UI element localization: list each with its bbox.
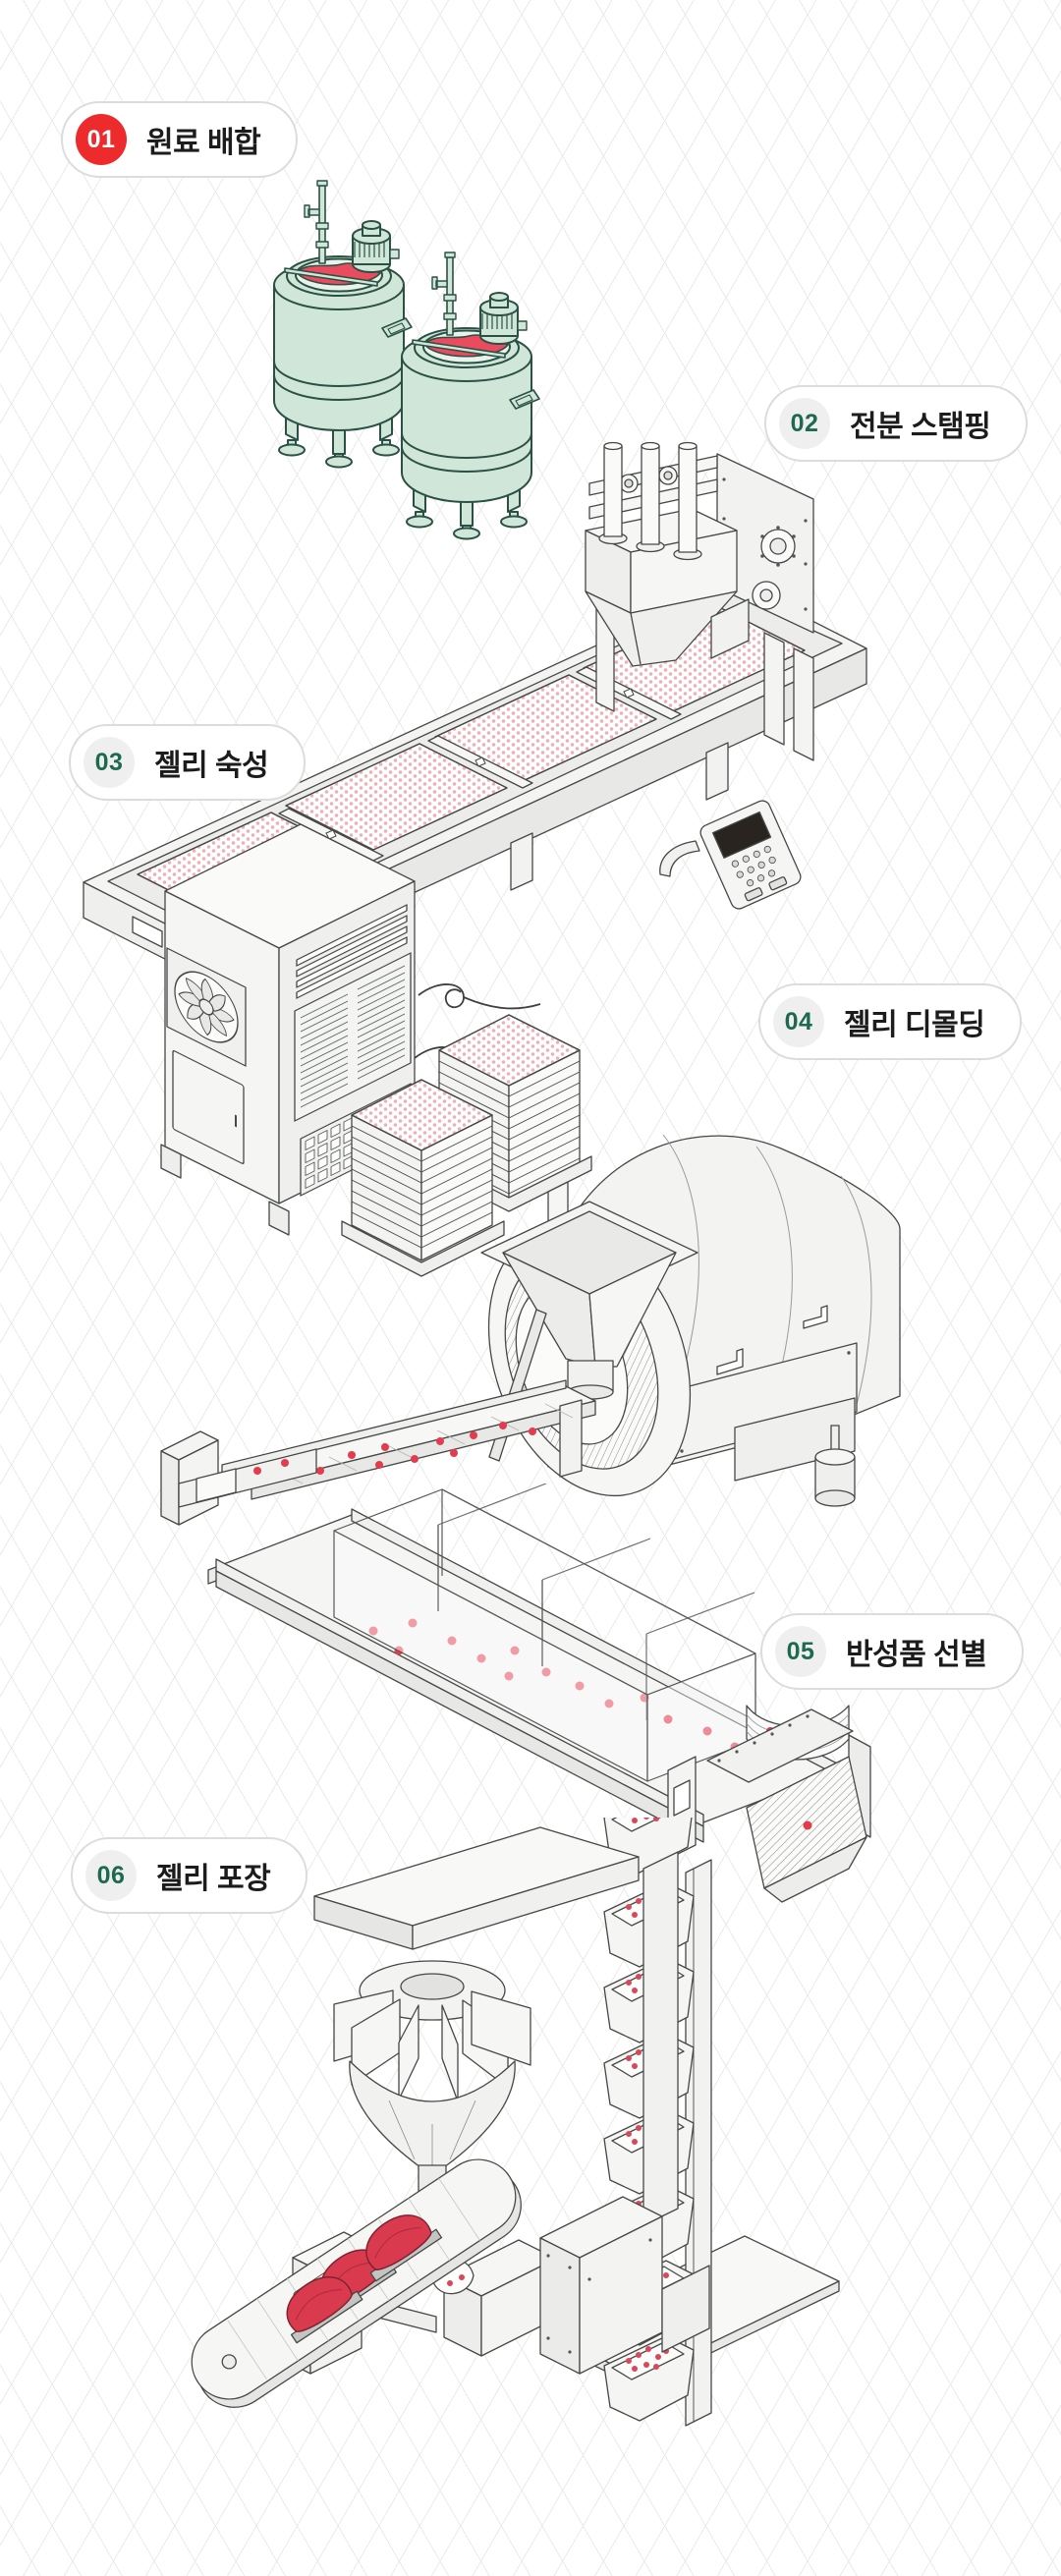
demolding-outfeed-conveyor	[221, 1379, 596, 1500]
end-roller-unit	[667, 1705, 871, 1903]
demolding-hopper	[480, 1201, 698, 1462]
multihead-weigher	[333, 1960, 531, 2207]
illustration-packaging-machine	[191, 1818, 840, 2427]
step-label: 전분 스탬핑	[850, 411, 991, 443]
vent-panel	[294, 952, 412, 1122]
step-number-badge: 04	[773, 996, 824, 1047]
step-pill-03: 03 젤리 숙성	[69, 724, 307, 801]
step-number-badge: 01	[76, 114, 127, 165]
illustration-aging-cooler-and-tray-stacks	[160, 823, 592, 1277]
control-screen	[711, 811, 772, 859]
step-number-badge: 05	[775, 1626, 826, 1677]
top-plate	[313, 1826, 640, 1950]
step-label: 젤리 숙성	[154, 750, 269, 782]
illustration-demolding-drum-machine	[160, 1134, 901, 1526]
vent-slats	[296, 904, 408, 999]
step-label: 젤리 디몰딩	[844, 1009, 985, 1041]
step-label: 반성품 선별	[846, 1639, 987, 1671]
stamping-press	[585, 441, 814, 761]
illustration-sorting-conveyor	[207, 1484, 871, 1903]
step-number-badge: 03	[84, 737, 135, 788]
sorting-trough	[333, 1484, 756, 1782]
fan-icon	[166, 947, 247, 1067]
step-pill-02: 02 전분 스탬핑	[764, 385, 1029, 462]
step-number-badge: 06	[85, 1850, 137, 1901]
step-pill-04: 04 젤리 디몰딩	[758, 983, 1023, 1060]
step-number-badge: 02	[779, 398, 830, 449]
step-label: 젤리 포장	[156, 1863, 271, 1895]
tray-stack-front	[341, 1079, 505, 1277]
step-pill-05: 05 반성품 선별	[760, 1613, 1025, 1690]
step-pill-01: 01 원료 배합	[61, 101, 299, 178]
step-label: 원료 배합	[146, 127, 261, 159]
stamping-pistons	[598, 441, 702, 561]
step-pill-06: 06 젤리 포장	[71, 1837, 308, 1914]
cabinet-door	[172, 1050, 245, 1164]
output-conveyor	[191, 2158, 522, 2408]
control-panel	[659, 800, 802, 910]
transfer-bracket	[160, 1430, 317, 1526]
